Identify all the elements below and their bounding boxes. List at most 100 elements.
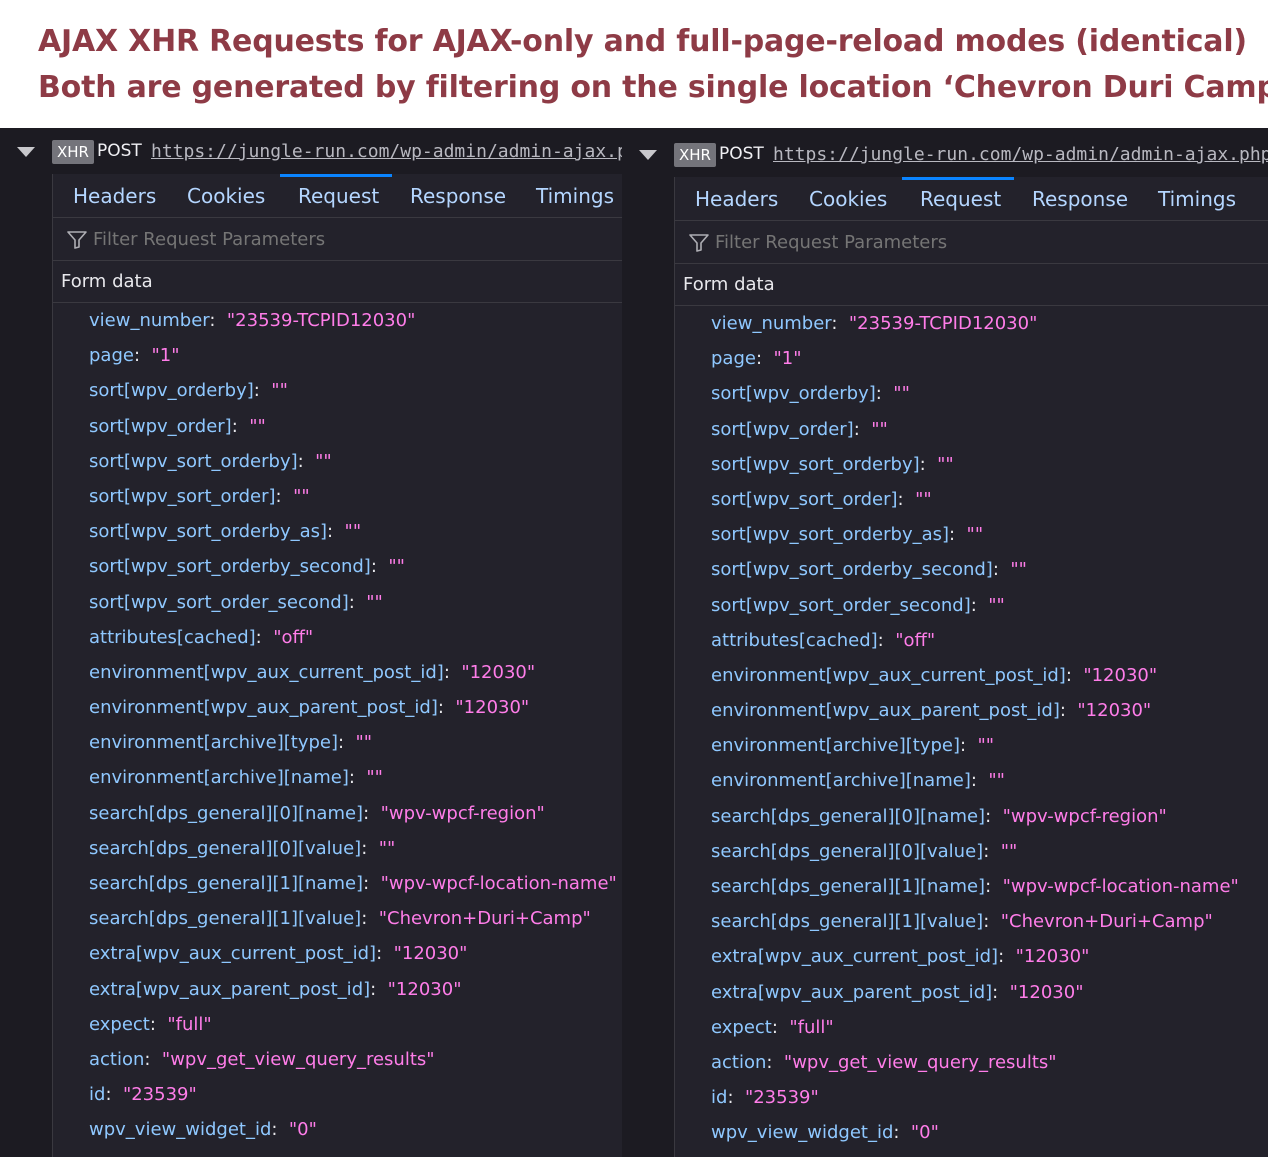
form-data-row[interactable]: attributes[cached]: "off" <box>675 623 1268 658</box>
form-data-row[interactable]: sort[wpv_orderby]: "" <box>675 376 1268 411</box>
form-data-row[interactable]: sort[wpv_order]: "" <box>53 409 622 444</box>
form-data-row[interactable]: expect: "full" <box>53 1007 622 1042</box>
expand-toggle-icon[interactable] <box>17 147 35 157</box>
tab-headers[interactable]: Headers <box>73 184 157 208</box>
form-data-row[interactable]: environment[wpv_aux_parent_post_id]: "12… <box>675 693 1268 728</box>
form-data-row[interactable]: search[dps_general][0][name]: "wpv-wpcf-… <box>53 796 622 831</box>
param-key: extra[wpv_aux_current_post_id] <box>89 943 377 965</box>
tab-overflow[interactable]: S <box>1250 177 1268 221</box>
form-data-row[interactable]: search[dps_general][1][value]: "Chevron+… <box>675 904 1268 939</box>
tab-timings[interactable]: Timings <box>1158 187 1236 211</box>
form-data-row[interactable]: extra[wpv_aux_current_post_id]: "12030" <box>675 939 1268 974</box>
request-panel-right: XHR POST https://jungle-run.com/wp-admin… <box>622 128 1268 1157</box>
form-data-row[interactable]: extra[wpv_aux_parent_post_id]: "12030" <box>53 972 622 1007</box>
form-data-row[interactable]: attributes[cached]: "off" <box>53 620 622 655</box>
param-separator: : <box>149 1013 168 1035</box>
tab-cookies[interactable]: Cookies <box>809 187 888 211</box>
form-data-row[interactable]: environment[wpv_aux_parent_post_id]: "12… <box>53 690 622 725</box>
param-separator: : <box>361 837 379 859</box>
param-key: extra[wpv_aux_parent_post_id] <box>711 981 993 1003</box>
param-value: "" <box>355 732 373 754</box>
param-value: "wpv_get_view_query_results" <box>783 1051 1057 1073</box>
param-value: "" <box>937 453 954 475</box>
form-data-row[interactable]: extra[wpv_aux_parent_post_id]: "12030" <box>675 975 1268 1010</box>
param-separator: : <box>919 453 938 475</box>
request-url[interactable]: https://jungle-run.com/wp-admin/admin-aj… <box>773 144 1268 165</box>
param-separator: : <box>437 697 456 719</box>
form-data-row[interactable]: extra[wpv_aux_current_post_id]: "12030" <box>53 936 622 971</box>
param-key: environment[archive][type] <box>89 732 339 754</box>
param-separator: : <box>297 450 316 472</box>
tab-response[interactable]: Response <box>410 184 507 208</box>
filter-request-parameters-input[interactable] <box>93 218 622 261</box>
param-key: environment[archive][name] <box>89 767 349 789</box>
form-data-row[interactable]: search[dps_general][0][value]: "" <box>675 834 1268 869</box>
form-data-row[interactable]: action: "wpv_get_view_query_results" <box>675 1045 1268 1080</box>
param-key: search[dps_general][1][value] <box>89 908 362 930</box>
form-data-row[interactable]: search[dps_general][1][name]: "wpv-wpcf-… <box>53 866 622 901</box>
form-data-row[interactable]: sort[wpv_sort_orderby_as]: "" <box>675 517 1268 552</box>
form-data-row[interactable]: sort[wpv_sort_orderby]: "" <box>53 444 622 479</box>
expand-toggle-icon[interactable] <box>639 150 657 160</box>
form-data-row[interactable]: search[dps_general][0][name]: "wpv-wpcf-… <box>675 799 1268 834</box>
form-data-row[interactable]: sort[wpv_orderby]: "" <box>53 373 622 408</box>
param-separator: : <box>255 626 274 648</box>
form-data-row[interactable]: sort[wpv_sort_order]: "" <box>53 479 622 514</box>
tab-cookies[interactable]: Cookies <box>187 184 266 208</box>
form-data-row[interactable]: sort[wpv_sort_orderby]: "" <box>675 447 1268 482</box>
form-data-row[interactable]: sort[wpv_sort_orderby_second]: "" <box>675 552 1268 587</box>
form-data-row[interactable]: sort[wpv_sort_orderby_as]: "" <box>53 514 622 549</box>
param-value: "full" <box>167 1013 212 1035</box>
form-data-row[interactable]: id: "23539" <box>675 1080 1268 1115</box>
param-value: "" <box>378 837 396 859</box>
form-data-row[interactable]: wpv_view_widget_id: "0" <box>53 1112 622 1147</box>
param-key: action <box>89 1048 145 1070</box>
param-key: extra[wpv_aux_current_post_id] <box>711 946 999 968</box>
form-data-row[interactable]: search[dps_general][1][name]: "wpv-wpcf-… <box>675 869 1268 904</box>
tab-timings[interactable]: Timings <box>536 184 614 208</box>
form-data-row[interactable]: expect: "full" <box>675 1010 1268 1045</box>
param-value: "23539-TCPID12030" <box>848 313 1038 334</box>
param-value: "" <box>977 735 995 757</box>
request-line[interactable]: XHR POST https://jungle-run.com/wp-admin… <box>622 131 1268 177</box>
request-line[interactable]: XHR POST https://jungle-run.com/wp-admin… <box>0 128 622 174</box>
form-data-header[interactable]: Form data <box>53 261 622 303</box>
form-data-row[interactable]: view_number: "23539-TCPID12030" <box>675 306 1268 341</box>
param-key: id <box>89 1084 106 1106</box>
form-data-row[interactable]: sort[wpv_sort_order]: "" <box>675 482 1268 517</box>
form-data-header[interactable]: Form data <box>675 264 1268 306</box>
form-data-row[interactable]: id: "23539" <box>53 1077 622 1112</box>
form-data-row[interactable]: sort[wpv_sort_order_second]: "" <box>675 588 1268 623</box>
form-data-row[interactable]: search[dps_general][1][value]: "Chevron+… <box>53 901 622 936</box>
param-value: "wpv_get_view_query_results" <box>161 1048 435 1070</box>
form-data-row[interactable]: sort[wpv_sort_orderby_second]: "" <box>53 549 622 584</box>
param-key: wpv_view_widget_id <box>89 1119 272 1141</box>
form-data-row[interactable]: environment[wpv_aux_current_post_id]: "1… <box>675 658 1268 693</box>
param-value: "Chevron+Duri+Camp" <box>1000 911 1213 933</box>
form-data-row[interactable]: sort[wpv_order]: "" <box>675 412 1268 447</box>
form-data-row[interactable]: view_number: "23539-TCPID12030" <box>53 303 622 338</box>
form-data-row[interactable]: page: "1" <box>53 338 622 373</box>
param-value: "" <box>366 767 383 789</box>
form-data-row[interactable]: environment[archive][type]: "" <box>675 728 1268 763</box>
form-data-row[interactable]: action: "wpv_get_view_query_results" <box>53 1042 622 1077</box>
form-data-row[interactable]: environment[wpv_aux_current_post_id]: "1… <box>53 655 622 690</box>
form-data-row[interactable]: environment[archive][name]: "" <box>675 763 1268 798</box>
tab-request[interactable]: Request <box>902 177 1014 221</box>
request-details: Headers Cookies Request Response Timings… <box>52 174 622 1157</box>
param-separator: : <box>370 978 388 1000</box>
param-value: "full" <box>789 1016 834 1038</box>
tab-response[interactable]: Response <box>1032 187 1129 211</box>
form-data-row[interactable]: environment[archive][type]: "" <box>53 725 622 760</box>
filter-request-parameters-input[interactable] <box>715 221 1268 264</box>
request-url[interactable]: https://jungle-run.com/wp-admin/admin-aj… <box>151 141 622 162</box>
form-data-row[interactable]: search[dps_general][0][value]: "" <box>53 831 622 866</box>
param-key: search[dps_general][1][value] <box>711 911 984 933</box>
param-key: attributes[cached] <box>711 629 878 651</box>
form-data-row[interactable]: wpv_view_widget_id: "0" <box>675 1115 1268 1150</box>
form-data-row[interactable]: sort[wpv_sort_order_second]: "" <box>53 585 622 620</box>
form-data-row[interactable]: page: "1" <box>675 341 1268 376</box>
tab-headers[interactable]: Headers <box>695 187 779 211</box>
form-data-row[interactable]: environment[archive][name]: "" <box>53 760 622 795</box>
tab-request[interactable]: Request <box>280 174 392 218</box>
